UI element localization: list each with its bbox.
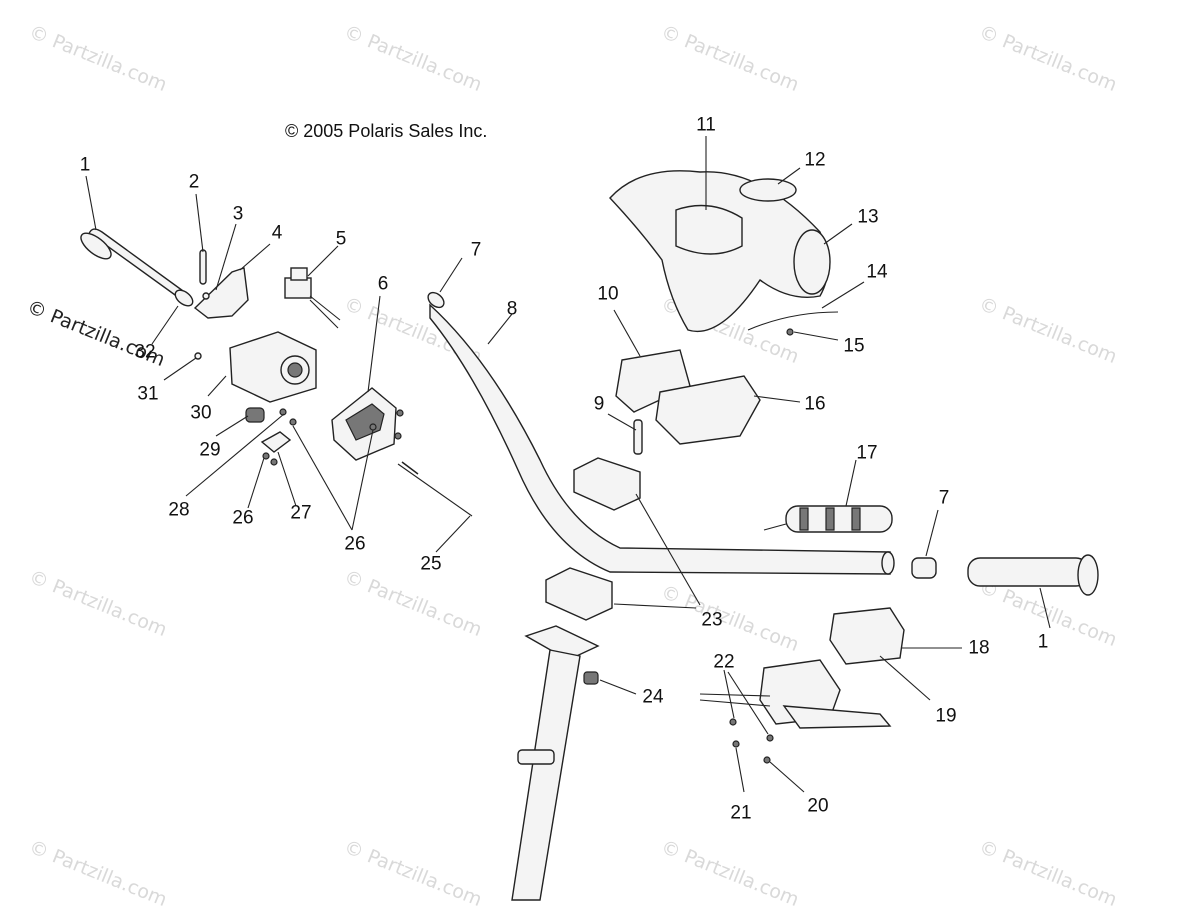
- callout-10: 10: [597, 283, 619, 305]
- callout-21: 21: [730, 802, 752, 824]
- callout-5: 5: [335, 228, 347, 250]
- callout-27: 27: [290, 502, 312, 524]
- right-grip: [967, 554, 1099, 596]
- callout-30: 30: [190, 402, 212, 424]
- nut: [245, 407, 265, 423]
- callout-17: 17: [856, 442, 878, 464]
- throttle-cable: [397, 463, 473, 517]
- bolt: [633, 419, 643, 455]
- bar-end-plug: [911, 557, 937, 579]
- callout-7: 7: [938, 487, 950, 509]
- callout-22: 22: [713, 651, 735, 673]
- washer: [202, 292, 210, 300]
- callout-29: 29: [199, 439, 221, 461]
- callout-31: 31: [137, 383, 159, 405]
- pod-cover: [655, 375, 761, 445]
- callout-26: 26: [344, 533, 366, 555]
- callout-1: 1: [1037, 631, 1049, 653]
- callout-18: 18: [968, 637, 990, 659]
- brake-master-cylinder: [699, 607, 905, 764]
- callout-24: 24: [642, 686, 664, 708]
- leader-lines: [85, 136, 1051, 793]
- bracket: [193, 267, 249, 319]
- callout-1: 1: [79, 154, 91, 176]
- clamp-lower: [545, 567, 613, 621]
- throttle-lever: [331, 387, 404, 461]
- callout-8: 8: [506, 298, 518, 320]
- left-grip: [80, 228, 194, 307]
- callout-26: 26: [232, 507, 254, 529]
- small-nut: [583, 671, 599, 685]
- pin: [199, 249, 207, 285]
- callout-23: 23: [701, 609, 723, 631]
- callout-3: 3: [232, 203, 244, 225]
- callout-12: 12: [804, 149, 826, 171]
- cover-plate: [260, 431, 292, 453]
- handlebar-pod: [609, 170, 831, 332]
- decal: [739, 178, 797, 202]
- callout-20: 20: [807, 795, 829, 817]
- callout-9: 9: [593, 393, 605, 415]
- copyright-notice: © 2005 Polaris Sales Inc.: [285, 121, 488, 141]
- callout-11: 11: [696, 114, 716, 136]
- callout-19: 19: [935, 705, 957, 727]
- callout-4: 4: [271, 222, 283, 244]
- callout-15: 15: [843, 335, 865, 357]
- handlebar: [427, 291, 895, 575]
- callout-14: 14: [866, 261, 888, 283]
- steering-post: [511, 625, 600, 901]
- clamp-upper: [573, 457, 641, 511]
- callout-28: 28: [168, 499, 190, 521]
- callout-13: 13: [857, 206, 879, 228]
- callout-2: 2: [188, 171, 200, 193]
- switch-part: [284, 267, 341, 329]
- heated-grip: [763, 505, 893, 533]
- callout-6: 6: [377, 273, 389, 295]
- callout-25: 25: [420, 553, 442, 575]
- callout-7: 7: [470, 239, 482, 261]
- throttle-housing: [229, 331, 317, 403]
- callout-16: 16: [804, 393, 826, 415]
- callout-32: 32: [134, 341, 156, 363]
- wire-harness: [747, 311, 839, 331]
- small-screw: [194, 352, 202, 360]
